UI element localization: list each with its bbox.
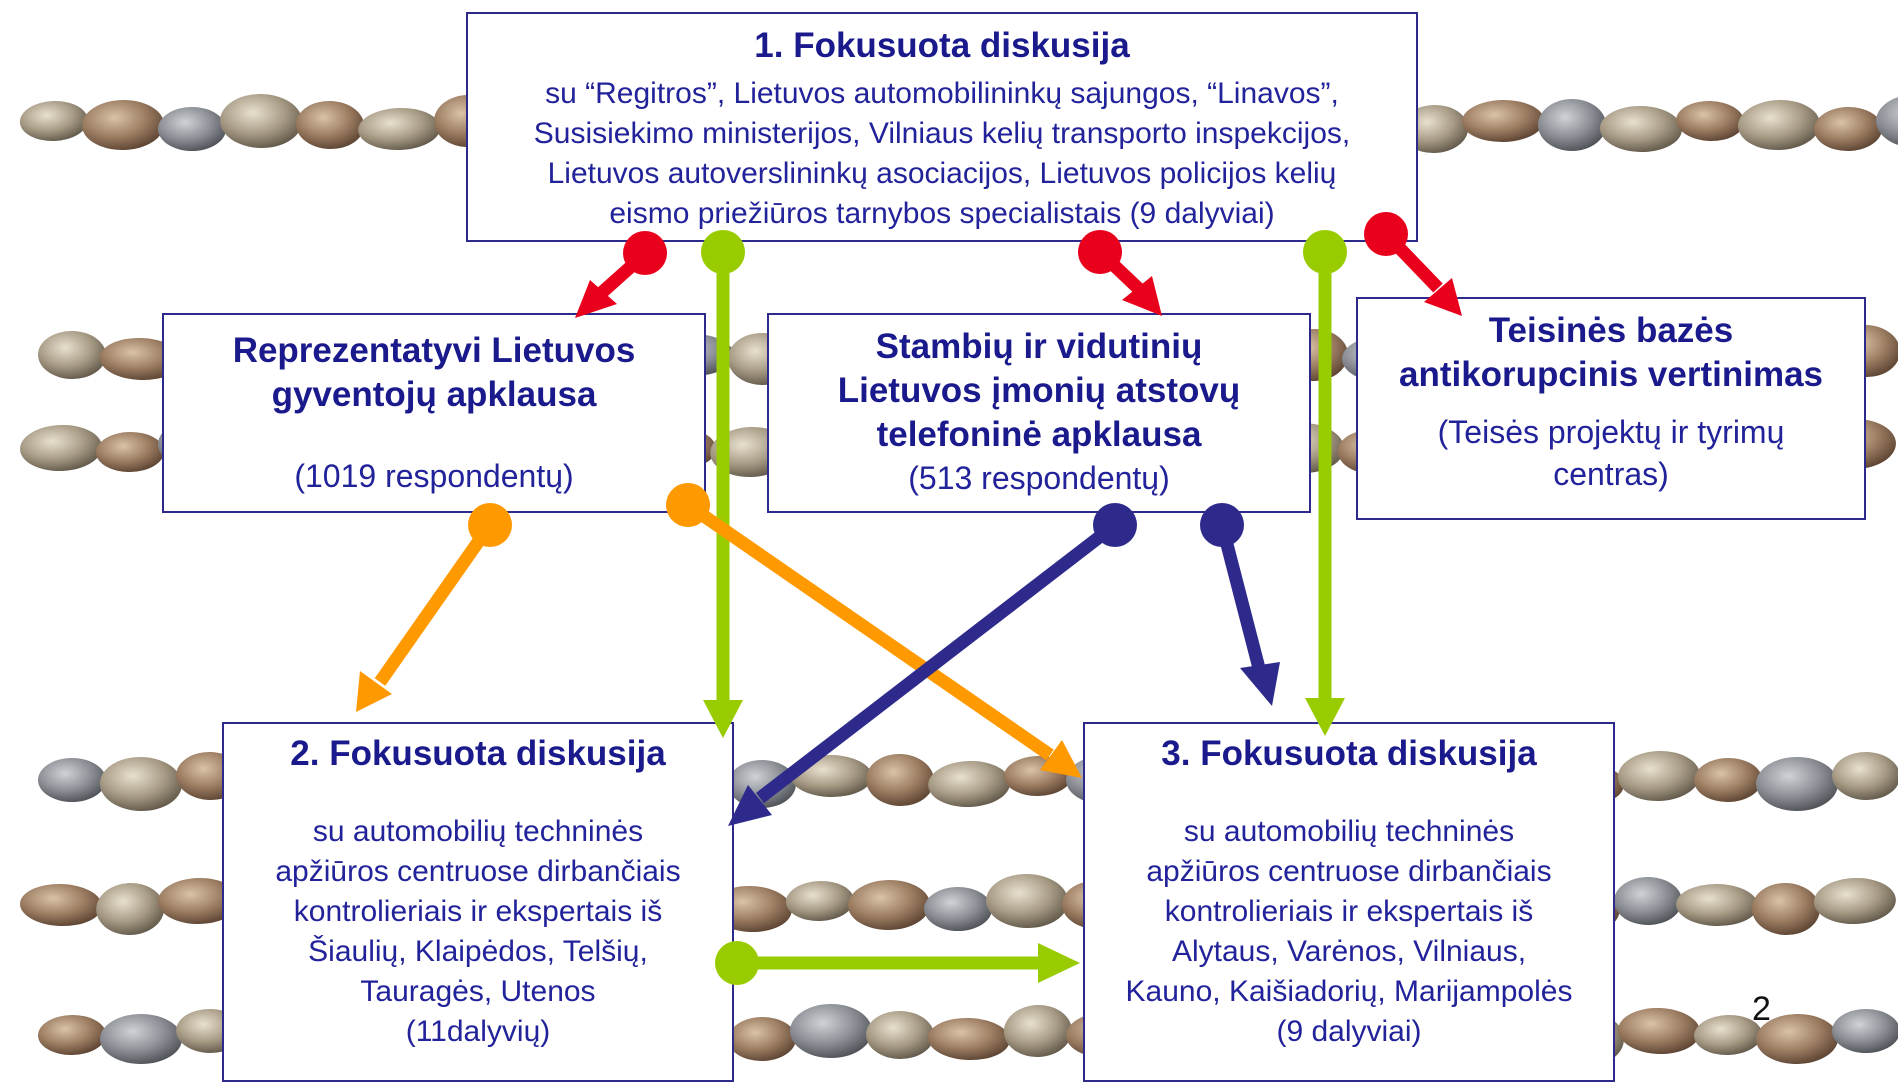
population-survey-count: (1019 respondentų) bbox=[294, 458, 574, 494]
stone-shape bbox=[220, 93, 303, 149]
stone-shape bbox=[38, 1014, 106, 1056]
legal-assessment-body: (Teisės projektų ir tyrimų bbox=[1437, 414, 1785, 450]
focus-discussion-3-line: apžiūros centruose dirbančiais bbox=[1146, 855, 1552, 888]
stone-shape bbox=[728, 1016, 797, 1062]
focus-discussion-3-line: su automobilių techninės bbox=[1183, 815, 1515, 848]
stone-shape bbox=[1617, 750, 1700, 802]
stone-shape bbox=[986, 873, 1069, 929]
stone-shape bbox=[296, 100, 364, 150]
stone-shape bbox=[358, 107, 441, 151]
stone-shape bbox=[924, 887, 992, 931]
focus-discussion-2-line: Tauragės, Utenos bbox=[360, 975, 596, 1008]
stone-shape bbox=[1676, 100, 1745, 142]
focus-discussion-1-title: 1. Fokusuota diskusija bbox=[754, 26, 1130, 65]
stone-shape bbox=[1461, 99, 1544, 143]
stone-shape bbox=[790, 1004, 872, 1058]
company-survey-title: telefoninė apklausa bbox=[876, 415, 1202, 454]
legal-assessment-title: Teisinės bazės bbox=[1488, 311, 1734, 350]
focus-discussion-2-line: su automobilių techninės bbox=[312, 815, 644, 848]
stone-shape bbox=[1832, 1009, 1898, 1053]
stone-shape bbox=[927, 1017, 1010, 1061]
stone-shape bbox=[20, 883, 102, 927]
stone-shape bbox=[99, 756, 182, 812]
stone-shape bbox=[928, 760, 1011, 808]
stone-shape bbox=[99, 337, 182, 381]
focus-discussion-2-line: kontrolieriais ir ekspertais iš bbox=[293, 895, 663, 928]
population-survey-title: gyventojų apklausa bbox=[271, 375, 597, 414]
focus-discussion-1-line: eismo priežiūros tarnybos specialistais … bbox=[609, 197, 1275, 230]
stone-shape bbox=[38, 758, 106, 802]
company-survey-title: Stambių ir vidutinių bbox=[875, 327, 1203, 366]
focus-discussion-3-line: Kauno, Kaišiadorių, Marijampolės bbox=[1125, 975, 1573, 1008]
focus-discussion-2-title: 2. Fokusuota diskusija bbox=[290, 734, 666, 773]
stone-shape bbox=[1599, 105, 1682, 153]
stone-shape bbox=[38, 330, 106, 380]
company-survey-count: (513 respondentų) bbox=[908, 460, 1170, 496]
stone-shape bbox=[1876, 97, 1898, 145]
stone-shape bbox=[1676, 883, 1758, 927]
stone-shape bbox=[1814, 106, 1883, 152]
focus-discussion-2-box: 2. Fokusuota diskusija su automobilių te… bbox=[222, 722, 734, 1082]
stone-shape bbox=[1756, 1013, 1839, 1064]
stone-shape bbox=[848, 879, 930, 931]
focus-discussion-1-line: su “Regitros”, Lietuvos automobilininkų … bbox=[545, 77, 1339, 110]
stone-shape bbox=[1694, 1014, 1762, 1056]
legal-assessment-title: antikorupcinis vertinimas bbox=[1398, 355, 1824, 394]
stone-shape bbox=[728, 760, 796, 808]
focus-discussion-1-box: 1. Fokusuota diskusija su “Regitros”, Li… bbox=[466, 12, 1418, 242]
population-survey-box: Reprezentatyvi Lietuvos gyventojų apklau… bbox=[162, 313, 706, 513]
stone-shape bbox=[1003, 755, 1072, 797]
focus-discussion-2-line: apžiūros centruose dirbančiais bbox=[275, 855, 681, 888]
stone-shape bbox=[1756, 757, 1838, 811]
stone-shape bbox=[1813, 877, 1896, 925]
stone-shape bbox=[1751, 882, 1820, 936]
focus-discussion-1-line: Susisiekimo ministerijos, Vilniaus kelių… bbox=[533, 117, 1351, 150]
stone-shape bbox=[20, 424, 102, 472]
stone-shape bbox=[1738, 99, 1820, 151]
focus-discussion-3-line: Alytaus, Varėnos, Vilniaus, bbox=[1171, 935, 1527, 968]
stone-shape bbox=[1003, 1004, 1072, 1058]
focus-discussion-1-line: Lietuvos autoverslininkų asociacijos, Li… bbox=[547, 157, 1337, 190]
legal-assessment-box: Teisinės bazės antikorupcinis vertinimas… bbox=[1356, 297, 1866, 520]
company-survey-title: Lietuvos įmonių atstovų bbox=[837, 371, 1241, 410]
stone-shape bbox=[1538, 99, 1606, 151]
focus-discussion-3-line: kontrolieriais ir ekspertais iš bbox=[1164, 895, 1534, 928]
stone-shape bbox=[19, 100, 88, 142]
stone-shape bbox=[1618, 1007, 1701, 1055]
stone-shape bbox=[157, 877, 240, 925]
population-survey-title: Reprezentatyvi Lietuvos bbox=[232, 331, 636, 370]
stone-shape bbox=[158, 107, 226, 151]
stone-shape bbox=[1614, 877, 1682, 925]
focus-discussion-2-line: Šiaulių, Klaipėdos, Telšių, bbox=[308, 935, 648, 968]
stone-shape bbox=[82, 99, 164, 151]
stone-shape bbox=[96, 882, 165, 936]
stone-shape bbox=[1832, 751, 1898, 801]
stone-shape bbox=[100, 1014, 182, 1064]
focus-discussion-3-box: 3. Fokusuota diskusija su automobilių te… bbox=[1083, 722, 1615, 1082]
stone-shape bbox=[785, 880, 854, 922]
focus-discussion-2-count: (11dalyvių) bbox=[405, 1015, 551, 1048]
stone-shape bbox=[96, 431, 165, 473]
legal-assessment-body: centras) bbox=[1553, 456, 1669, 492]
stone-shape bbox=[866, 753, 934, 807]
company-survey-box: Stambių ir vidutinių Lietuvos įmonių ats… bbox=[767, 313, 1311, 513]
focus-discussion-3-count: (9 dalyviai) bbox=[1276, 1015, 1422, 1048]
stone-shape bbox=[790, 754, 873, 798]
stone-shape bbox=[866, 1010, 934, 1060]
page-number: 2 bbox=[1752, 990, 1771, 1028]
focus-discussion-3-title: 3. Fokusuota diskusija bbox=[1161, 734, 1537, 773]
stone-shape bbox=[1694, 757, 1762, 803]
